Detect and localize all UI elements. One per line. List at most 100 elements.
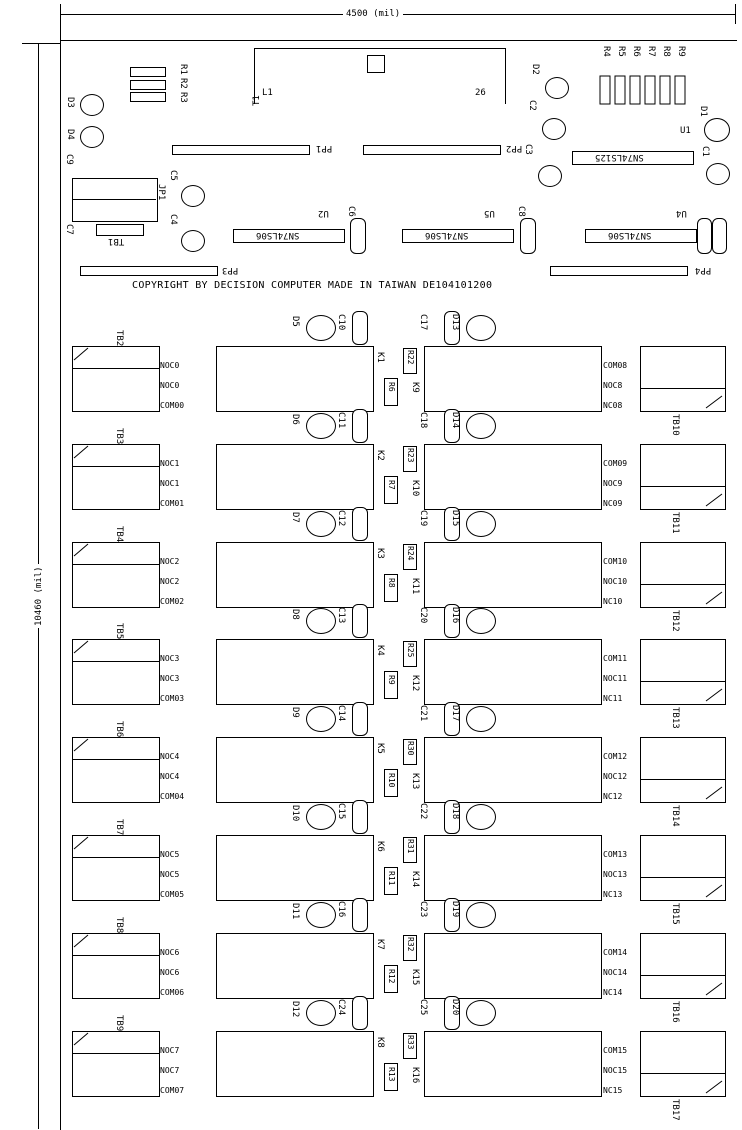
tb-corner-mark <box>73 640 89 654</box>
relay-left <box>216 737 374 803</box>
label-d-right: D18 <box>450 803 460 820</box>
label-tb-right: TB17 <box>670 1099 680 1121</box>
resistor-center <box>384 1063 398 1091</box>
label-tb-right: TB12 <box>670 610 680 632</box>
connector-pp2 <box>363 145 501 155</box>
connector-pp2-label: PP2 <box>506 143 523 153</box>
resistor-label: R2 <box>178 78 188 89</box>
label-tb-left: TB9 <box>114 1015 124 1032</box>
label-t1: T1 <box>252 95 262 106</box>
terminal-label: NOC11 <box>603 674 628 683</box>
resistor-center <box>403 739 417 765</box>
tb-corner-mark <box>705 1080 723 1094</box>
terminal-label: NC10 <box>603 597 623 606</box>
terminal-label: NOC5 <box>160 850 180 859</box>
terminal-block-left <box>72 639 160 705</box>
terminal-label: NOC6 <box>160 948 180 957</box>
relay-left <box>216 835 374 901</box>
resistor-center <box>384 574 398 602</box>
terminal-label: COM03 <box>160 694 185 703</box>
terminal-label: NOC0 <box>160 381 180 390</box>
terminal-label: COM06 <box>160 988 185 997</box>
label-c7: C9 <box>64 154 74 165</box>
capacitor-label: C1 <box>700 146 710 157</box>
label-c-right: C25 <box>418 999 428 1016</box>
label-k-right: K14 <box>410 871 420 888</box>
capacitor-label: C3 <box>523 144 533 155</box>
terminal-label: NOC3 <box>160 654 180 663</box>
label-d-right: D20 <box>450 999 460 1016</box>
ic-label: SN74LS125 <box>595 152 644 162</box>
label-k-right: K15 <box>410 969 420 986</box>
capacitor-pill <box>444 898 460 932</box>
label-c-left: C12 <box>336 510 346 527</box>
diode-label: D4 <box>65 129 75 140</box>
ic-u2-label: U2 <box>318 208 329 218</box>
label-tb-right: TB14 <box>670 805 680 827</box>
terminal-label: NC08 <box>603 401 623 410</box>
capacitor-pill <box>352 409 368 443</box>
label-tb-right: TB13 <box>670 707 680 729</box>
label-l1: L1 <box>262 88 273 98</box>
terminal-label: COM08 <box>603 361 628 370</box>
resistor-center <box>384 769 398 797</box>
connector-pp1 <box>172 145 310 155</box>
resistor-r3 <box>130 92 166 102</box>
terminal-label: NOC10 <box>603 577 628 586</box>
resistor-pack-drawing <box>599 75 686 105</box>
label-res-top: R32 <box>406 937 415 952</box>
resistor-label: R9 <box>676 46 686 57</box>
resistor-center <box>403 544 417 570</box>
terminal-label: NOC9 <box>603 479 623 488</box>
label-k-right: K10 <box>410 480 420 497</box>
label-tb-right: TB10 <box>670 414 680 436</box>
terminal-label: NC11 <box>603 694 623 703</box>
capacitor-c5 <box>181 185 205 207</box>
capacitor-c3 <box>538 165 562 187</box>
label-res-bot: R9 <box>387 675 396 685</box>
top-connector-outline <box>505 48 506 104</box>
label-c-left: C15 <box>336 803 346 820</box>
diode-circle <box>306 608 336 634</box>
terminal-label: COM09 <box>603 459 628 468</box>
resistor-r2 <box>130 80 166 90</box>
diode-d4 <box>80 126 104 148</box>
diode-circle <box>466 1000 496 1026</box>
relay-right <box>424 933 602 999</box>
label-k-left: K3 <box>375 548 385 559</box>
label-res-bot: R10 <box>387 773 396 788</box>
capacitor-pill <box>444 311 460 345</box>
resistor-r1 <box>130 67 166 77</box>
diode-circle <box>306 413 336 439</box>
capacitor-pill <box>352 702 368 736</box>
label-k-left: K1 <box>375 352 385 363</box>
connector-pp4 <box>550 266 688 276</box>
relay-left <box>216 1031 374 1097</box>
label-c-right: C22 <box>418 803 428 820</box>
capacitor-c6 <box>350 218 366 254</box>
terminal-label: NOC1 <box>160 459 180 468</box>
label-res-top: R25 <box>406 643 415 658</box>
terminal-block-right <box>640 737 726 803</box>
ic-u4-label: U4 <box>676 208 687 218</box>
terminal-label: NOC1 <box>160 479 180 488</box>
label-tb-left: TB2 <box>114 330 124 347</box>
terminal-block-tb1 <box>72 178 158 222</box>
tb-corner-mark <box>705 493 723 507</box>
label-k-right: K13 <box>410 773 420 790</box>
capacitor-c4 <box>181 230 205 252</box>
relay-right <box>424 444 602 510</box>
label-c-left: C14 <box>336 705 346 722</box>
resistor-label: R8 <box>661 46 671 57</box>
terminal-label: COM00 <box>160 401 185 410</box>
label-res-top: R30 <box>406 741 415 756</box>
connector-key <box>367 55 385 73</box>
relay-left <box>216 933 374 999</box>
diode-circle <box>466 511 496 537</box>
diode-circle <box>306 804 336 830</box>
resistor-center <box>403 837 417 863</box>
ic-label: SN74LS06 <box>608 230 652 240</box>
label-d-left: D7 <box>290 512 300 523</box>
capacitor-pill <box>352 898 368 932</box>
relay-left <box>216 444 374 510</box>
